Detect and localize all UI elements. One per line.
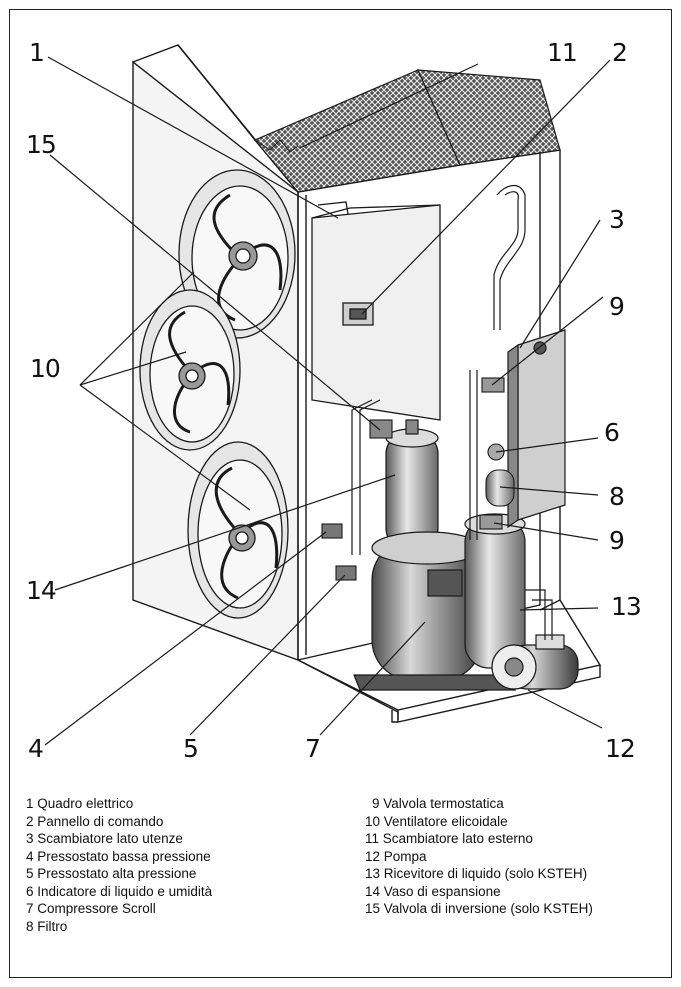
- callout-2: 2: [612, 38, 628, 67]
- refrigerant-piping: [351, 185, 553, 640]
- heat-pump-cutaway-diagram: [44, 44, 611, 746]
- high-pressure-switch: [335, 565, 357, 581]
- callout-5: 5: [183, 734, 199, 763]
- legend-left: 1 Quadro elettrico 2 Pannello di comando…: [26, 795, 212, 935]
- legend-item: 10 Ventilatore elicoidale: [365, 813, 508, 829]
- callout-4: 4: [28, 734, 44, 763]
- legend-item: 3 Scambiatore lato utenze: [26, 831, 183, 846]
- legend-item: 1 Quadro elettrico: [26, 796, 134, 811]
- callout-8: 8: [609, 482, 625, 511]
- legend-item: 12 Pompa: [365, 848, 427, 864]
- callout-14: 14: [26, 576, 57, 605]
- callout-3: 3: [609, 205, 625, 234]
- legend-right: 9 Valvola termostatica 10 Ventilatore el…: [365, 795, 593, 918]
- callout-6: 6: [604, 418, 620, 447]
- scroll-compressor: [353, 531, 517, 691]
- callout-13: 13: [611, 592, 642, 621]
- callout-11: 11: [547, 38, 578, 67]
- callout-12: 12: [605, 734, 636, 763]
- fan-bottom: [187, 441, 289, 619]
- legend-item: 14 Vaso di espansione: [365, 883, 501, 899]
- fan-middle: [139, 289, 241, 451]
- leader-lines: [44, 56, 611, 746]
- legend-item: 5 Pressostato alta pressione: [26, 866, 197, 881]
- legend-item: 15 Valvola di inversione (solo KSTEH): [365, 901, 593, 916]
- callout-9-upper: 9: [609, 292, 625, 321]
- legend-item: 6 Indicatore di liquido e umidità: [26, 883, 213, 899]
- callout-9-lower: 9: [609, 526, 625, 555]
- legend-item: 4 Pressostato bassa pressione: [26, 848, 211, 864]
- callout-7: 7: [305, 734, 321, 763]
- user-side-heat-exchanger: [507, 329, 566, 529]
- figure-frame: [9, 9, 672, 978]
- reversing-valve: [369, 419, 393, 439]
- expansion-vessel: [385, 419, 439, 551]
- thermostatic-valve-upper: [481, 377, 505, 393]
- legend-item: 11 Scambiatore lato esterno: [365, 831, 533, 846]
- water-pump: [491, 634, 579, 690]
- thermostatic-valve-lower: [479, 514, 503, 530]
- legend-item: 2 Pannello di comando: [26, 813, 164, 829]
- callout-1: 1: [29, 38, 45, 67]
- legend-item: 7 Compressore Scroll: [26, 901, 156, 916]
- electrical-panel-box: [311, 201, 441, 421]
- external-heat-exchanger-coil: [254, 69, 561, 193]
- callout-10: 10: [30, 354, 61, 383]
- legend-item: 9 Valvola termostatica: [372, 796, 504, 811]
- legend-item: 8 Filtro: [26, 918, 68, 934]
- callout-15: 15: [26, 130, 57, 159]
- low-pressure-switch: [321, 523, 343, 539]
- legend-item: 13 Ricevitore di liquido (solo KSTEH): [365, 866, 588, 881]
